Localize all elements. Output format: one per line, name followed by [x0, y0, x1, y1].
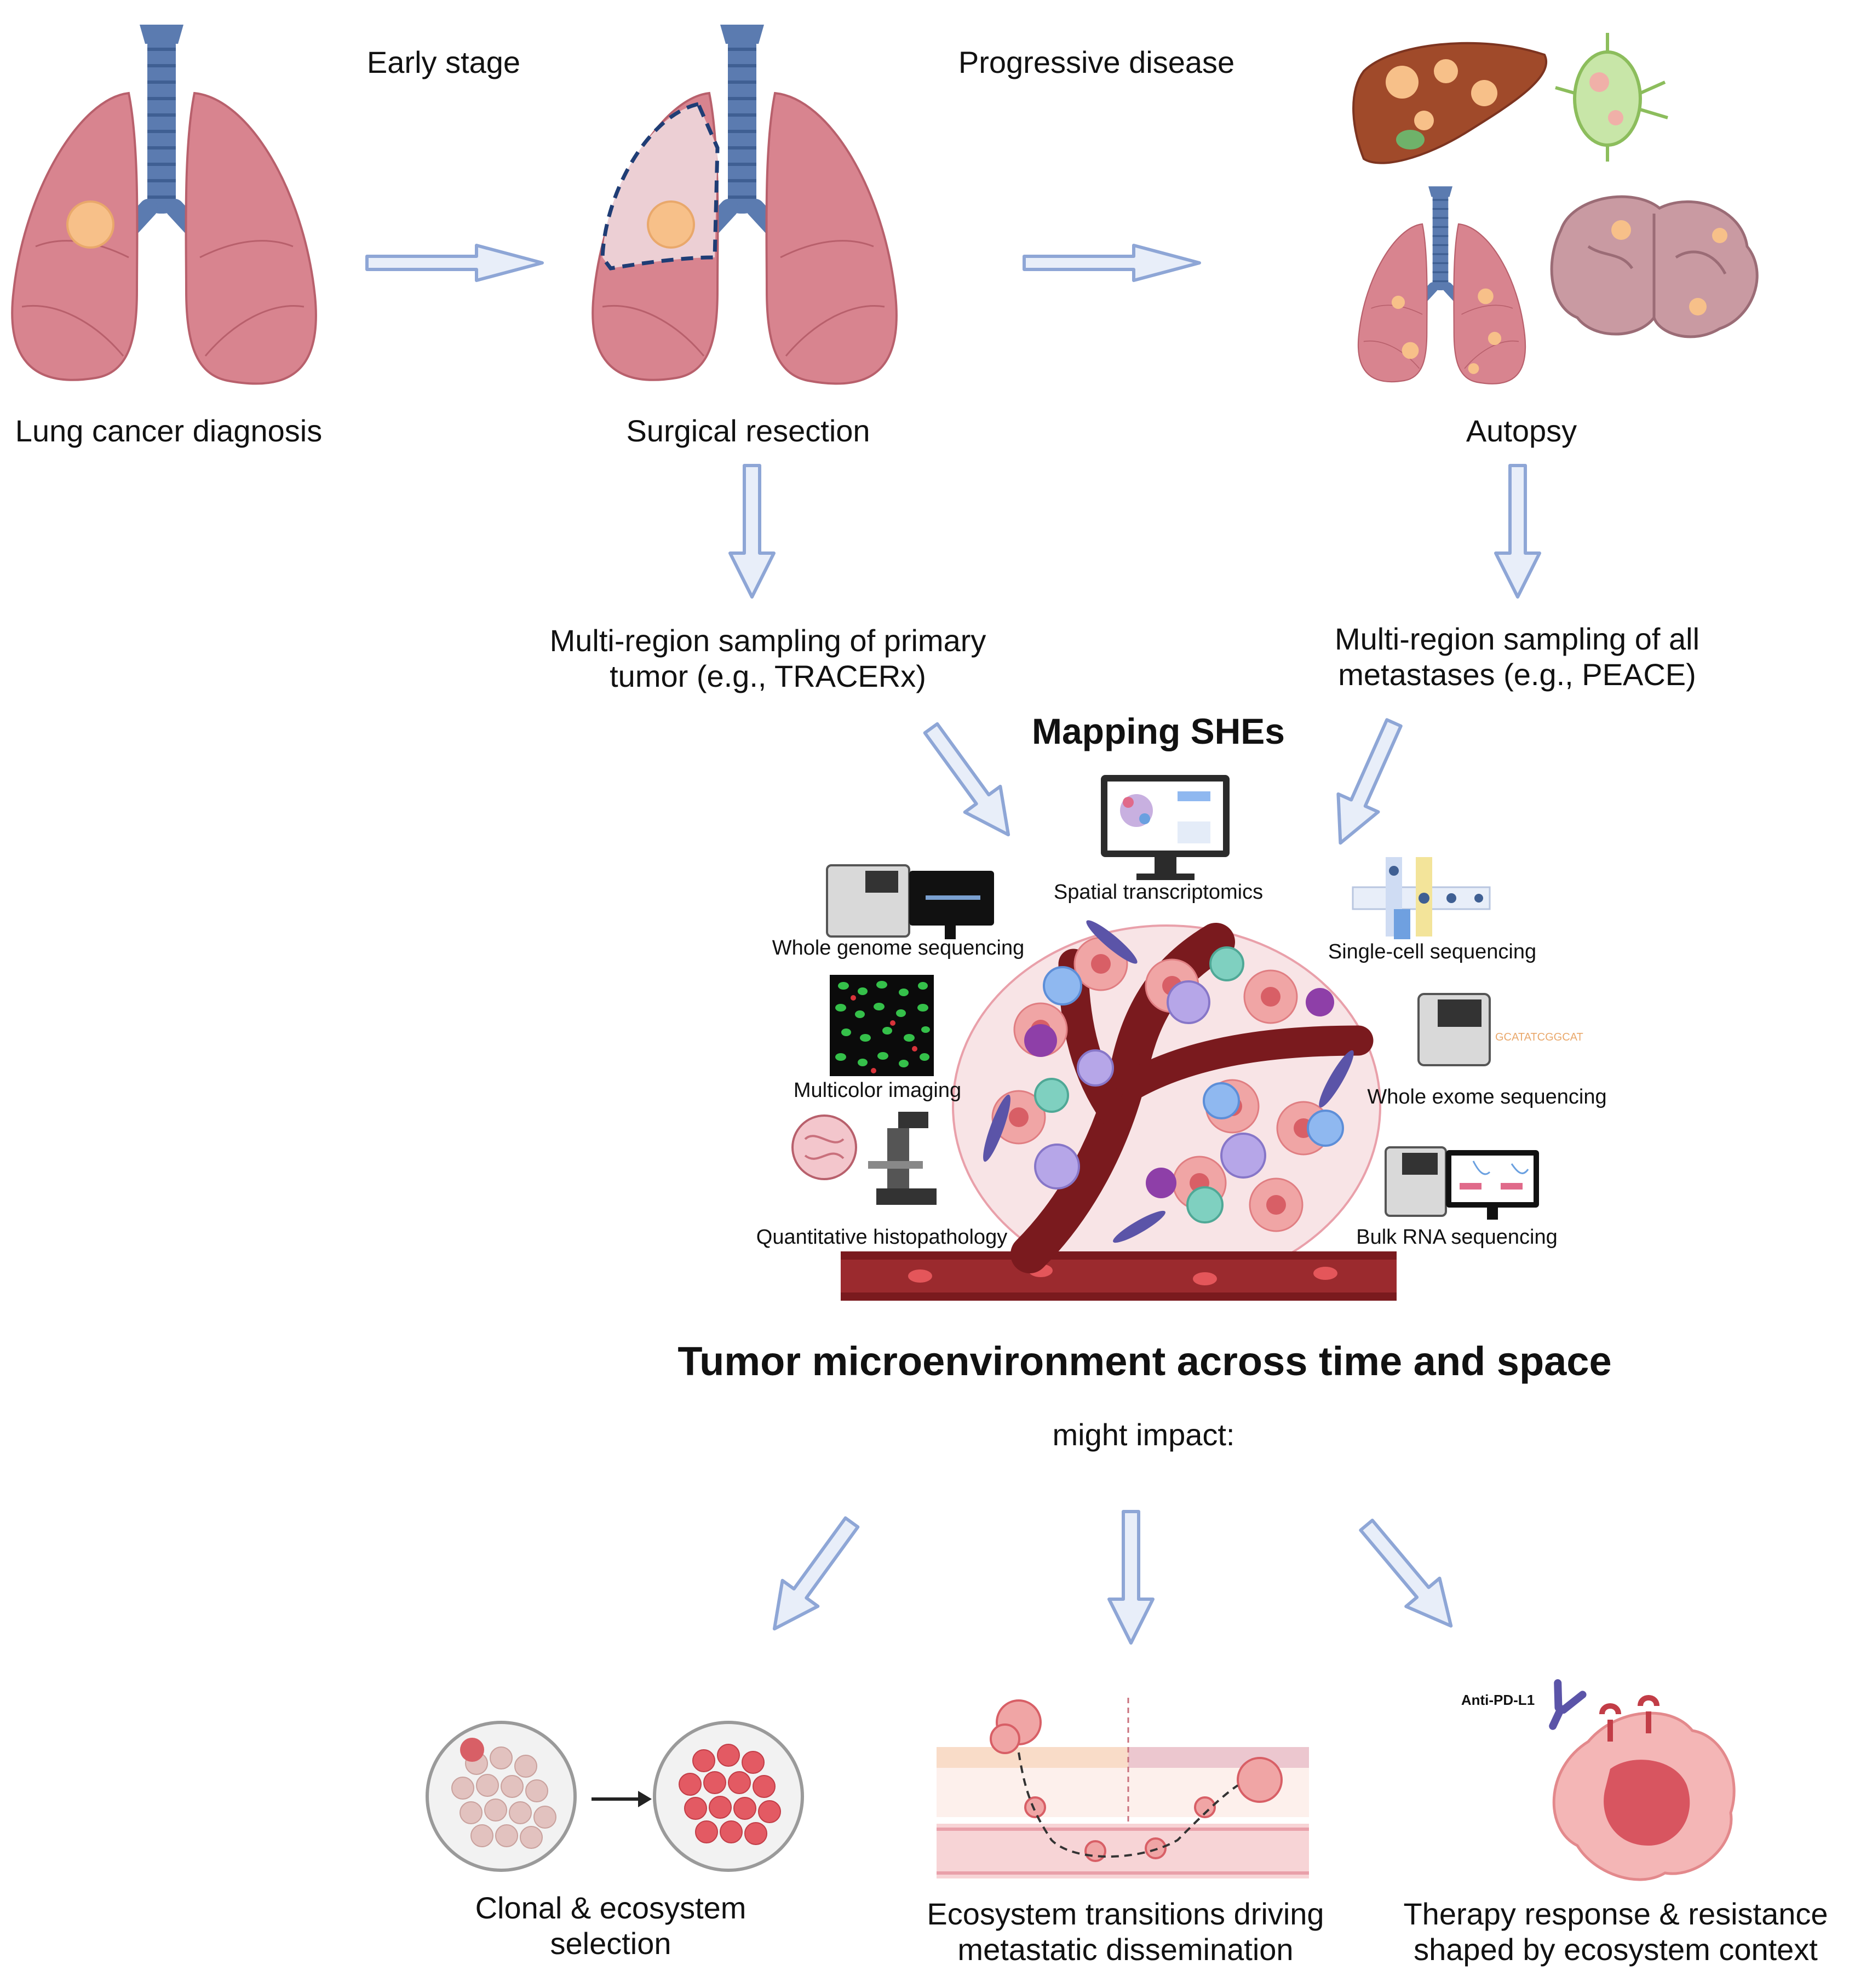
label-progressive-disease: Progressive disease	[958, 45, 1235, 79]
label-quantitative-histopathology: Quantitative histopathology	[756, 1226, 1008, 1249]
label-transitions-line1: Ecosystem transitions driving	[927, 1897, 1324, 1931]
bulk-rna-sequencer-icon	[1385, 1146, 1539, 1220]
metastatic-dissemination-illustration	[937, 1698, 1309, 1878]
label-transitions-line2: metastatic dissemination	[957, 1932, 1294, 1967]
label-clonal-line1: Clonal & ecosystem	[475, 1891, 747, 1925]
label-metastases-sampling-line2: metastases (e.g., PEACE)	[1338, 657, 1696, 692]
arrow-diagonal-primary	[914, 715, 1026, 847]
therapy-response-illustration	[1549, 1679, 1736, 1881]
label-spatial-transcriptomics: Spatial transcriptomics	[1053, 881, 1264, 904]
label-therapy-line1: Therapy response & resistance	[1403, 1897, 1828, 1931]
arrow-diagonal-metastases	[1320, 714, 1414, 852]
label-therapy-line2: shaped by ecosystem context	[1414, 1932, 1818, 1967]
mapping-title: Mapping SHEs	[1031, 711, 1285, 751]
label-autopsy: Autopsy	[1466, 413, 1577, 448]
arrow-right-2	[1024, 245, 1199, 280]
spatial-transcriptomics-monitor-icon	[1101, 775, 1230, 880]
label-primary-sampling-line1: Multi-region sampling of primary	[549, 623, 986, 658]
lungs-resection-illustration	[593, 25, 897, 384]
clonal-selection-petri-dishes	[426, 1721, 804, 1872]
label-lung-cancer-diagnosis: Lung cancer diagnosis	[15, 413, 323, 448]
label-surgical-resection: Surgical resection	[626, 413, 870, 448]
label-anti-pd-l1: Anti-PD-L1	[1461, 1692, 1535, 1708]
lungs-diagnosis-illustration	[12, 25, 316, 384]
single-cell-chip-icon	[1352, 857, 1491, 939]
arrow-down-autopsy	[1496, 466, 1540, 597]
arrow-down-right	[1350, 1511, 1468, 1640]
tumor-microenvironment-illustration	[841, 920, 1397, 1301]
label-clonal-line2: selection	[550, 1926, 671, 1961]
metastatic-organs-illustration	[1352, 33, 1759, 384]
arrow-right-1	[367, 245, 542, 280]
exome-sequencer-icon: GCATATCGGCAT	[1417, 993, 1583, 1066]
label-multicolor-imaging: Multicolor imaging	[793, 1079, 962, 1102]
label-whole-genome-sequencing: Whole genome sequencing	[772, 936, 1025, 959]
tme-title: Tumor microenvironment across time and s…	[677, 1338, 1612, 1384]
label-might-impact: might impact:	[1052, 1417, 1235, 1452]
label-bulk-rna-sequencing: Bulk RNA sequencing	[1356, 1226, 1558, 1249]
label-primary-sampling-line2: tumor (e.g., TRACERx)	[610, 659, 926, 693]
multicolor-imaging-icon	[830, 975, 934, 1076]
arrow-down-resection	[730, 466, 774, 597]
label-metastases-sampling-line1: Multi-region sampling of all	[1334, 622, 1700, 656]
sequencer-monitor-icon	[826, 864, 994, 939]
microscope-icon	[791, 1112, 937, 1205]
svg-text:GCATATCGGCAT: GCATATCGGCAT	[1495, 1031, 1583, 1043]
label-whole-exome-sequencing: Whole exome sequencing	[1367, 1085, 1607, 1108]
label-early-stage: Early stage	[366, 45, 521, 79]
label-single-cell-sequencing: Single-cell sequencing	[1328, 940, 1537, 963]
arrow-down-left	[757, 1509, 870, 1641]
arrow-down-center	[1109, 1512, 1153, 1643]
